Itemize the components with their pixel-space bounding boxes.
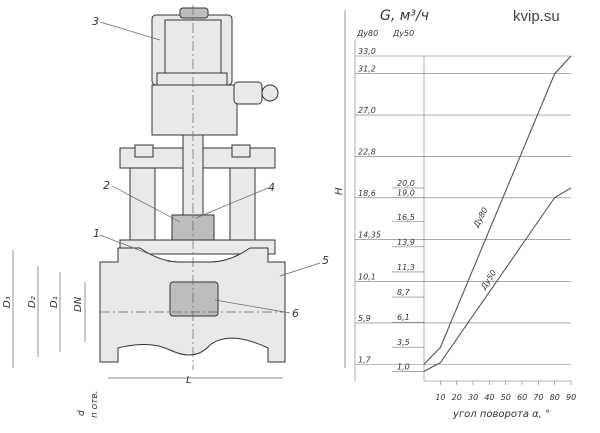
callout-group: 3 2 4 1 5 6 — [92, 15, 329, 320]
actuator-cap — [179, 7, 209, 19]
dim-d: d — [77, 410, 87, 416]
dim-d2: D₂ — [27, 296, 38, 308]
dim-dn: DN — [73, 296, 84, 312]
y-tick-dn50: 6,1 — [397, 313, 410, 322]
plug — [169, 281, 219, 317]
dim-d1: D₁ — [49, 296, 60, 308]
cable-gland — [233, 81, 263, 105]
callout-1: 1 — [93, 227, 100, 240]
y-tick-dn80: 31,2 — [358, 65, 376, 74]
x-tick-label: 70 — [533, 393, 543, 402]
bolt-head-right — [231, 144, 251, 158]
valve-drawing: 3 2 4 1 5 6 D₃ D₂ D₁ DN — [2, 5, 346, 418]
x-tick-label: 60 — [517, 393, 527, 402]
callout-6-leader — [214, 299, 291, 314]
y-tick-dn80: 14,35 — [358, 231, 381, 240]
y-tick-dn50: 20,0 — [397, 179, 415, 188]
callout-1-leader — [99, 234, 171, 263]
series-label-dn80: Ду80 — [471, 206, 489, 230]
col-dn80-label: Ду80 — [356, 29, 378, 38]
series-label-dn50: Ду50 — [479, 268, 499, 291]
y-tick-dn80: 18,6 — [358, 189, 376, 198]
bolt-head-left — [134, 144, 154, 158]
dim-d3: D₃ — [2, 296, 13, 308]
y-tick-dn50: 19,0 — [397, 189, 415, 198]
x-tick-label: 50 — [501, 393, 511, 402]
callout-2-leader — [111, 185, 181, 223]
actuator-lower — [151, 84, 238, 136]
column-right — [229, 167, 256, 249]
bonnet-flange — [119, 239, 276, 255]
callout-5: 5 — [322, 254, 329, 267]
y-tick-dn80: 22,8 — [358, 147, 376, 156]
watermark: kvip.su — [513, 8, 560, 25]
y-tick-dn80: 27,0 — [358, 106, 376, 115]
y-tick-dn80: 1,7 — [358, 355, 372, 364]
column-left — [129, 167, 156, 249]
x-tick-label: 90 — [566, 393, 576, 402]
x-axis-label: угол поворота α, ° — [452, 409, 550, 420]
y-tick-dn50: 8,7 — [397, 288, 411, 297]
x-tick-label: 80 — [550, 393, 560, 402]
callout-3: 3 — [92, 15, 99, 28]
callout-4: 4 — [268, 181, 275, 194]
y-tick-dn80: 33,0 — [358, 47, 376, 56]
col-dn50-label: Ду50 — [392, 29, 414, 38]
y-tick-dn80: 10,1 — [358, 273, 376, 282]
chart-title: G, м³/ч — [380, 8, 429, 24]
callout-2: 2 — [103, 179, 110, 192]
dim-l: L — [186, 375, 192, 386]
actuator-ridge — [156, 72, 228, 86]
y-tick-dn50: 13,9 — [397, 238, 415, 247]
y-tick-dn50: 11,3 — [397, 263, 415, 272]
x-tick-label: 10 — [435, 393, 445, 402]
series-line-dn50 — [423, 187, 572, 372]
series-line-dn80 — [423, 55, 572, 365]
chart-marks: 1,7 5,9 10,1 14,35 18,6 22,8 27,0 31,2 33,0 1,0 3,… — [354, 40, 576, 402]
callout-3-leader — [99, 21, 161, 41]
callout-4-leader — [195, 187, 269, 219]
gland-nut — [261, 84, 279, 102]
x-tick-label: 40 — [484, 393, 494, 402]
callout-6: 6 — [292, 307, 299, 320]
callout-5-leader — [279, 262, 321, 277]
y-tick-dn50: 16,5 — [397, 213, 415, 222]
y-tick-dn80: 5,9 — [358, 314, 371, 323]
flow-chart: G, м³/ч Ду80 Ду50 угол поворота α, ° 1,7… — [354, 8, 576, 420]
y-tick-dn50: 3,5 — [397, 338, 410, 347]
x-tick-label: 30 — [468, 393, 478, 402]
y-tick-dn50: 1,0 — [397, 362, 410, 371]
dim-h: H — [334, 187, 345, 195]
dim-n-holes: n отв. — [90, 391, 100, 418]
dimensions: D₃ D₂ D₁ DN L H d n отв. — [2, 10, 346, 418]
x-tick-label: 20 — [452, 393, 462, 402]
